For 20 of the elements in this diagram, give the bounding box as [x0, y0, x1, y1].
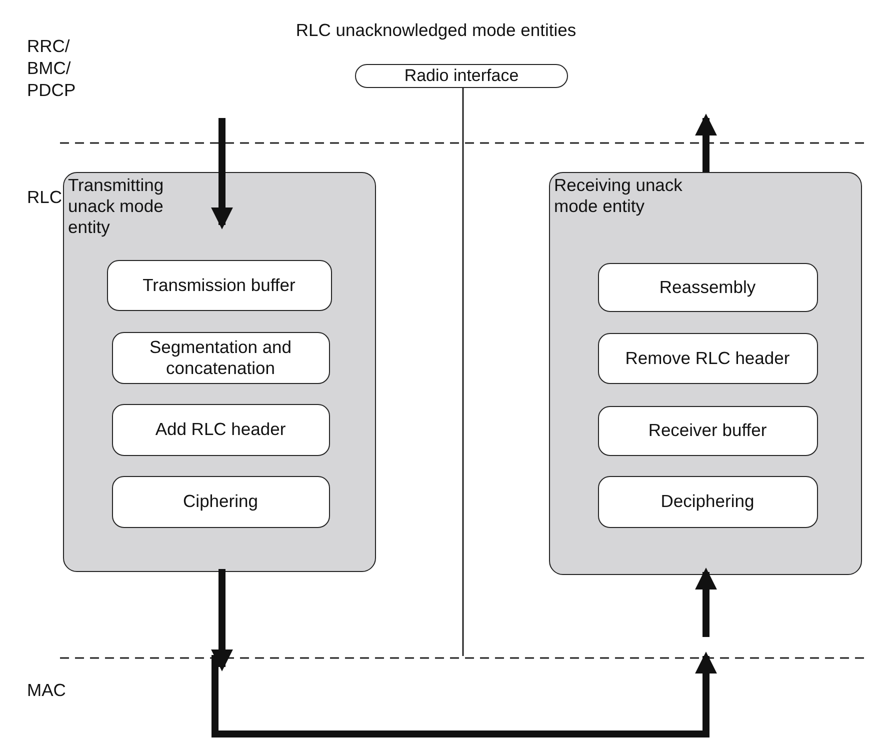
title: RLC unacknowledged mode entities — [294, 20, 578, 42]
process-box: Transmission buffer — [106, 260, 332, 310]
entity-panel — [549, 172, 862, 575]
arrow — [695, 568, 717, 637]
panel-heading: Receiving unack mode entity — [554, 175, 684, 217]
process-box: Ciphering — [112, 476, 330, 528]
process-box: Segmentation and concatenation — [112, 332, 330, 384]
panel-heading: Transmitting unack mode entity — [68, 175, 165, 238]
arrow — [211, 118, 233, 230]
process-box: Remove RLC header — [598, 332, 818, 384]
process-box: Reassembly — [598, 262, 818, 312]
arrow — [695, 114, 717, 172]
process-box: Add RLC header — [112, 404, 330, 456]
process-box: Receiver buffer — [598, 406, 818, 456]
entity-panel — [63, 172, 376, 572]
arrow — [211, 569, 233, 672]
process-box: Deciphering — [598, 476, 818, 528]
layer-label: MAC — [27, 680, 67, 702]
layer-label: RRC/ BMC/ PDCP — [27, 36, 77, 102]
interface-label: Radio interface — [355, 64, 568, 88]
